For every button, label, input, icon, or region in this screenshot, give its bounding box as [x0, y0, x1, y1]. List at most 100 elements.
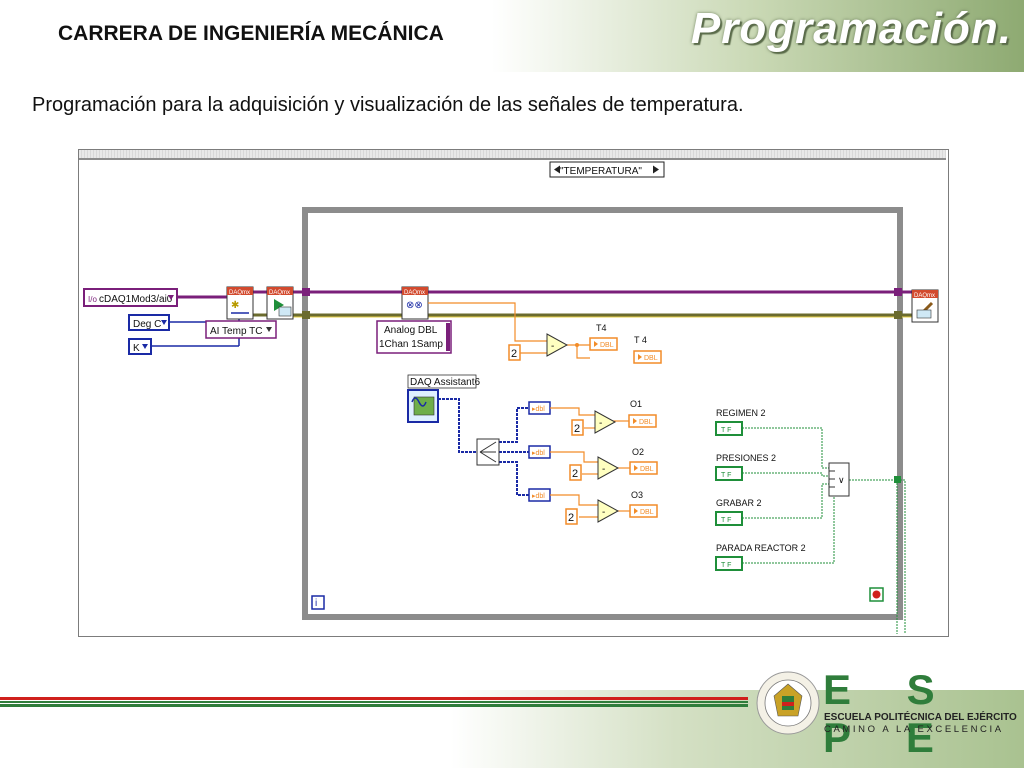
svg-text:DAQmx: DAQmx	[404, 290, 425, 296]
svg-text:DBL: DBL	[644, 355, 658, 362]
o2-wire	[550, 451, 630, 475]
signal-wires	[438, 398, 529, 496]
o1-label: O1	[630, 399, 642, 409]
error-tunnel-right	[894, 311, 902, 319]
svg-text:K: K	[133, 343, 140, 354]
units-k-constant[interactable]: K	[128, 338, 152, 355]
convert-dynamic-2[interactable]: ▸dbl	[528, 445, 551, 459]
read-mode-selector[interactable]: Analog DBL 1Chan 1Samp	[376, 320, 452, 354]
physical-channel-constant[interactable]: I/o cDAQ1Mod3/ai0	[83, 288, 178, 307]
task-wire	[177, 290, 912, 299]
svg-text:cDAQ1Mod3/ai0: cDAQ1Mod3/ai0	[99, 294, 173, 305]
task-tunnel-left	[302, 288, 310, 296]
svg-text:▸dbl: ▸dbl	[532, 406, 545, 413]
espe-motto: CAMINO A LA EXCELENCIA	[824, 724, 1004, 735]
boolean-control-grabar[interactable]: T F	[715, 511, 743, 526]
svg-text:DAQmx: DAQmx	[269, 290, 290, 296]
footer-stripes	[0, 697, 748, 707]
subtract-t4[interactable]: -	[546, 333, 569, 357]
svg-text:DAQmx: DAQmx	[229, 290, 250, 296]
svg-text:Deg C: Deg C	[133, 319, 161, 330]
case-selector[interactable]: "TEMPERATURA"	[549, 161, 665, 178]
svg-text:2: 2	[574, 423, 580, 435]
const-2-o3[interactable]: 2	[565, 508, 578, 525]
svg-text:▸dbl: ▸dbl	[532, 493, 545, 500]
slide-subtitle: Programación para la adquisición y visua…	[32, 94, 744, 116]
subtract-o2[interactable]: -	[597, 456, 620, 480]
daqmx-start-task-vi[interactable]: DAQmx	[266, 286, 294, 320]
svg-text:✱: ✱	[231, 300, 239, 311]
career-heading: CARRERA DE INGENIERÍA MECÁNICA	[58, 22, 444, 45]
espe-logo	[755, 668, 821, 738]
boolean-label-parada: PARADA REACTOR 2	[716, 543, 806, 553]
error-tunnel-left	[302, 311, 310, 319]
boolean-control-parada[interactable]: T F	[715, 556, 743, 571]
svg-text:▸dbl: ▸dbl	[532, 450, 545, 457]
svg-text:i: i	[315, 598, 317, 609]
daqmx-read-vi[interactable]: DAQmx ⊗⊗	[401, 286, 429, 320]
task-type-selector[interactable]: AI Temp TC	[205, 320, 277, 339]
const-2-o2[interactable]: 2	[569, 464, 582, 481]
svg-text:T F: T F	[721, 427, 731, 434]
o2-label: O2	[632, 447, 644, 457]
o2-indicator[interactable]: DBL	[629, 461, 658, 475]
svg-text:∨: ∨	[838, 475, 845, 485]
svg-text:DBL: DBL	[640, 466, 654, 473]
t4-value-indicator[interactable]: DBL	[633, 350, 662, 364]
boolean-label-grabar: GRABAR 2	[716, 498, 762, 508]
svg-text:-: -	[602, 507, 605, 518]
header-band	[0, 0, 1024, 72]
o3-indicator[interactable]: DBL	[629, 504, 658, 518]
split-signals[interactable]	[476, 438, 500, 466]
compound-or[interactable]: ∨	[828, 462, 850, 497]
espe-school-name: ESCUELA POLITÉCNICA DEL EJÉRCITO	[824, 712, 1017, 723]
svg-text:AI Temp TC: AI Temp TC	[210, 326, 262, 337]
svg-text:2: 2	[572, 468, 578, 480]
svg-text:-: -	[551, 341, 554, 352]
convert-dynamic-1[interactable]: ▸dbl	[528, 401, 551, 415]
svg-text:⊗⊗: ⊗⊗	[406, 300, 423, 311]
loop-stop-condition[interactable]	[869, 587, 884, 602]
while-loop-frame[interactable]	[302, 207, 903, 620]
error-wire	[253, 313, 912, 318]
boolean-label-regimen: REGIMEN 2	[716, 408, 766, 418]
svg-text:-: -	[599, 418, 602, 429]
svg-text:-: -	[602, 464, 605, 475]
t4-value-label: T 4	[634, 335, 647, 345]
boolean-label-presiones: PRESIONES 2	[716, 453, 776, 463]
daq-assistant-express-vi[interactable]	[407, 389, 439, 423]
o3-label: O3	[631, 490, 643, 500]
daqmx-clear-task-vi[interactable]: DAQmx	[911, 289, 939, 323]
subtract-o3[interactable]: -	[597, 499, 620, 523]
convert-dynamic-3[interactable]: ▸dbl	[528, 488, 551, 502]
units-c-constant[interactable]: Deg C	[128, 314, 170, 331]
t4-wire-junction	[575, 343, 579, 347]
subtract-o1[interactable]: -	[594, 410, 617, 434]
boolean-control-regimen[interactable]: T F	[715, 421, 743, 436]
case-selector-label: "TEMPERATURA"	[560, 166, 642, 177]
o1-indicator[interactable]: DBL	[628, 414, 657, 428]
block-diagram-window: "TEMPERATURA" I/o cDAQ1Mod3/ai0	[78, 149, 949, 637]
svg-text:2: 2	[568, 512, 574, 524]
loop-iteration-terminal: i	[311, 595, 325, 610]
t4-label: T4	[596, 323, 607, 333]
t4-indicator[interactable]: DBL	[589, 337, 618, 351]
svg-text:2: 2	[511, 348, 517, 360]
boolean-tunnel	[894, 476, 901, 483]
svg-text:I/o: I/o	[88, 295, 97, 304]
svg-text:DAQmx: DAQmx	[914, 293, 935, 299]
svg-text:T F: T F	[721, 562, 731, 569]
const-2-t4[interactable]: 2	[508, 344, 521, 361]
boolean-wires	[742, 427, 906, 634]
boolean-control-presiones[interactable]: T F	[715, 466, 743, 481]
svg-text:DBL: DBL	[600, 342, 614, 349]
daq-assistant-label: DAQ Assistant6	[410, 377, 480, 388]
svg-text:Analog DBL: Analog DBL	[384, 325, 438, 336]
svg-text:DBL: DBL	[639, 419, 653, 426]
slide-title: Programación.	[690, 4, 1012, 53]
daqmx-create-channel-vi[interactable]: DAQmx ✱	[226, 286, 254, 320]
o1-wire	[550, 407, 629, 429]
svg-text:1Chan 1Samp: 1Chan 1Samp	[379, 339, 443, 350]
const-2-o1[interactable]: 2	[571, 419, 584, 436]
svg-text:T F: T F	[721, 517, 731, 524]
